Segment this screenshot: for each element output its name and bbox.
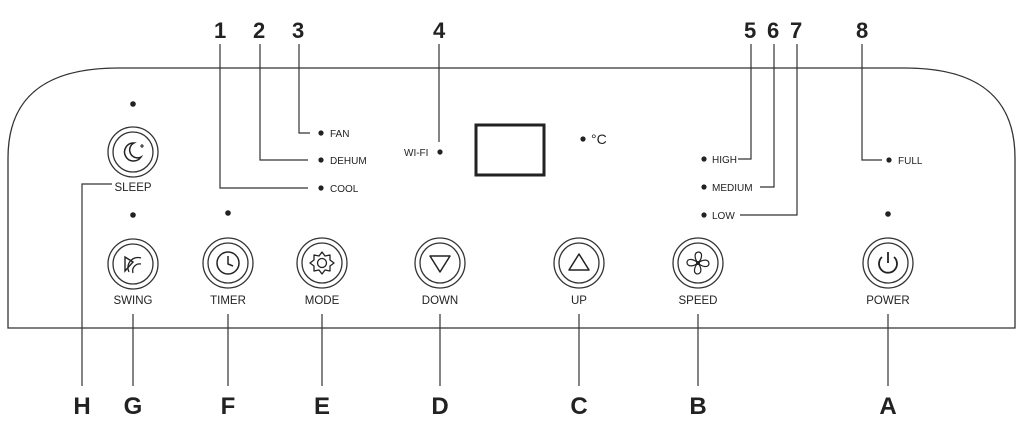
indicator-dot-cool [318,185,324,191]
triangle-down-icon [429,255,451,273]
leader-line-7 [740,44,798,216]
up-button[interactable]: UP [553,237,605,307]
speed-button-label: SPEED [679,295,718,307]
indicator-label-high: HIGH [712,155,737,166]
temperature-unit-label: °C [591,131,607,147]
timer-button-label: TIMER [210,295,246,307]
callout-number-6: 6 [767,18,779,43]
mode-button-label: MODE [305,295,340,307]
leader-line-8 [861,44,882,161]
panel-outline [7,67,1016,329]
indicator-dot-low [701,212,707,218]
leader-line-h [81,183,112,386]
indicator-label-low: LOW [712,211,735,222]
sleep-button-label: SLEEP [114,182,151,194]
indicator-dot-wifi [437,149,443,155]
fan-icon [686,251,710,275]
indicator-dot-high [701,156,707,162]
indicator-label-fan: FAN [330,129,349,140]
swing-button[interactable]: SWING [107,238,159,307]
leader-line-6 [760,44,775,188]
callout-letter-h: H [73,393,90,420]
callout-number-4: 4 [433,18,446,43]
gear-icon [309,251,335,275]
power-button[interactable]: POWER [862,237,914,307]
swing-icon [124,255,142,274]
indicator-dot-dehum [318,157,324,163]
down-button-label: DOWN [422,295,458,307]
indicator-label-cool: COOL [330,184,359,195]
callout-letter-c: C [570,393,587,420]
indicator-label-wifi: WI-FI [404,148,428,159]
callout-letter-f: F [221,393,236,420]
callout-number-5: 5 [744,18,756,43]
triangle-up-icon [568,253,590,271]
callout-number-1: 1 [214,18,226,43]
indicator-dot-celsius [580,136,586,142]
indicator-dot-fan [318,130,324,136]
mode-button[interactable]: MODE [296,237,348,307]
indicator-dot-medium [701,184,707,190]
leader-line-1 [219,44,308,189]
callout-letter-b: B [689,393,706,420]
indicator-label-dehum: DEHUM [330,156,367,167]
indicator-label-medium: MEDIUM [712,183,753,194]
up-button-label: UP [571,295,587,307]
timer-indicator-dot [225,210,231,216]
callout-letter-d: D [431,393,448,420]
callout-letter-g: G [124,393,143,420]
display-screen [474,123,546,177]
down-button[interactable]: DOWN [414,237,466,307]
moon-icon [123,142,144,162]
power-indicator-dot [885,211,891,217]
leader-line-3 [298,44,310,134]
swing-button-label: SWING [114,295,153,307]
speed-button[interactable]: SPEED [672,237,724,307]
indicator-dot-full [886,157,892,163]
power-button-label: POWER [866,295,909,307]
swing-indicator-dot [130,212,136,218]
leader-line-2 [259,44,308,161]
callout-letter-a: A [879,393,896,420]
callout-letter-e: E [314,393,330,420]
clock-icon [216,251,240,275]
callout-number-2: 2 [253,18,265,43]
callout-number-7: 7 [790,18,802,43]
sleep-button[interactable]: SLEEP [107,126,159,194]
power-icon [878,252,898,274]
leader-line-5 [738,44,752,160]
indicator-label-full: FULL [898,156,923,167]
timer-button[interactable]: TIMER [202,237,254,307]
callout-number-8: 8 [856,18,868,43]
callout-number-3: 3 [292,18,304,43]
sleep-indicator-dot [130,101,136,107]
